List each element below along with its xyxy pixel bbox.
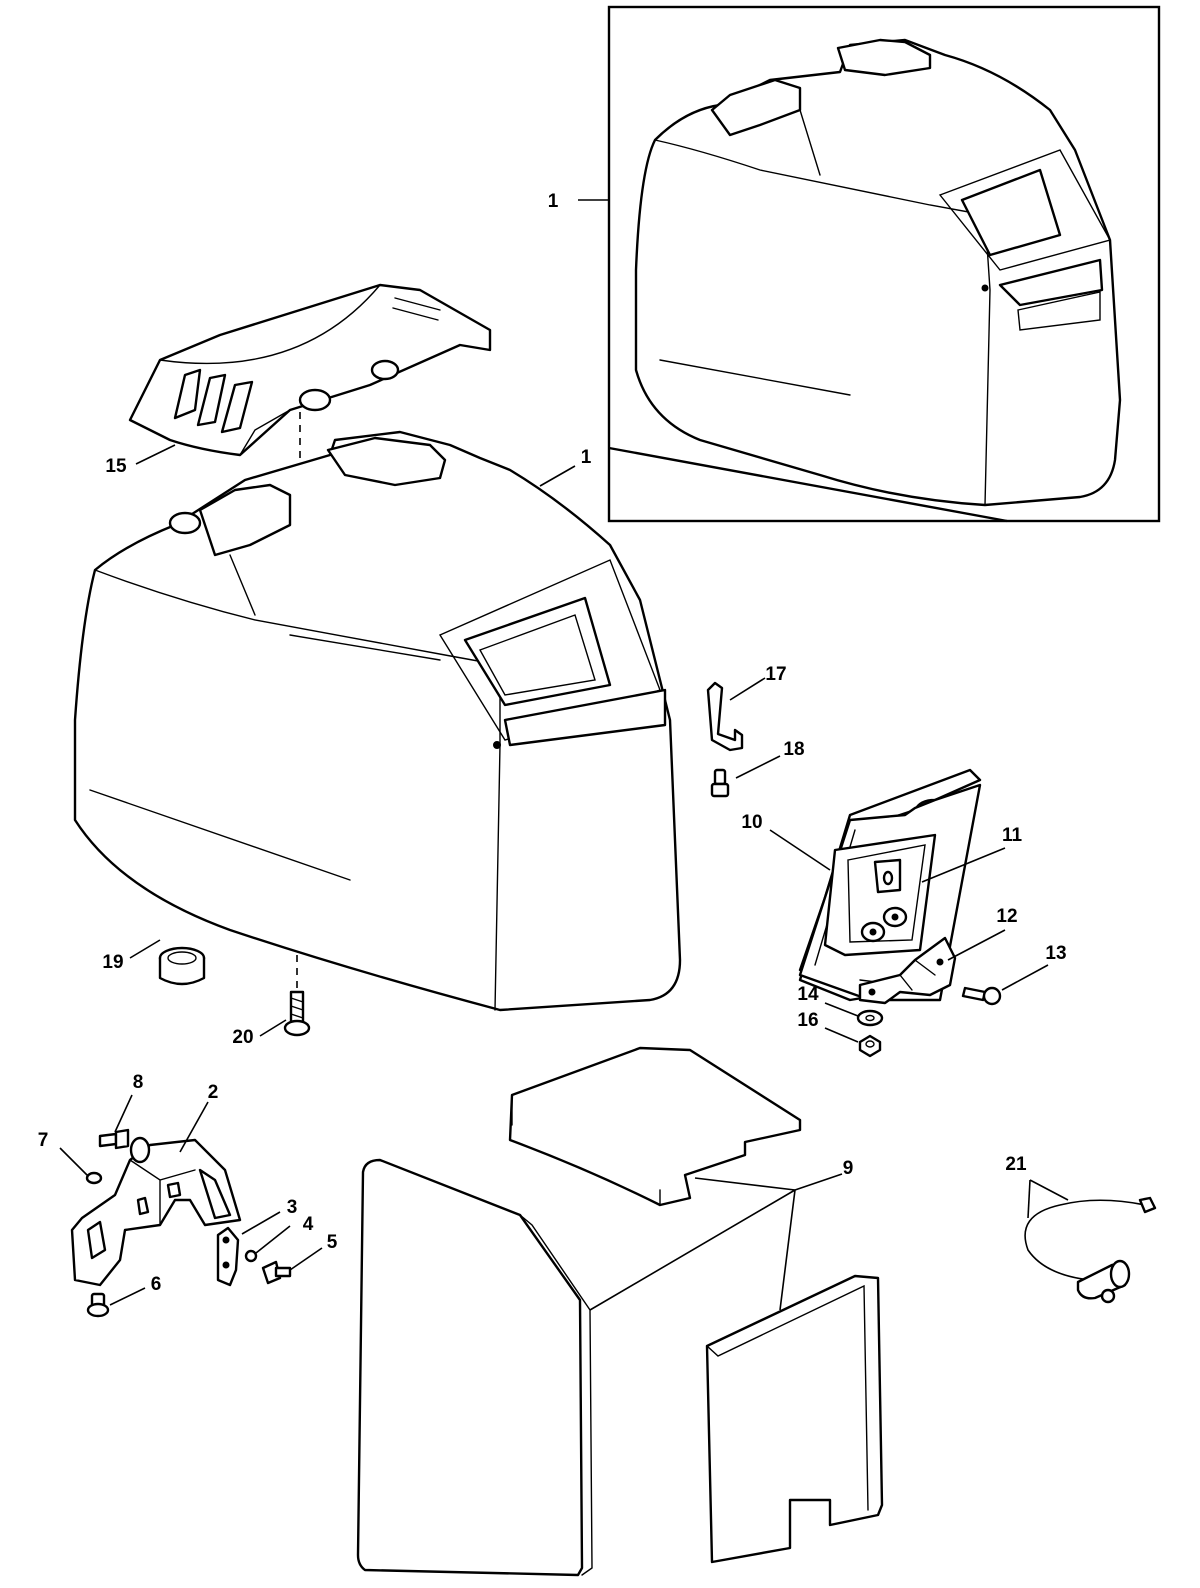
screw-part-13: [961, 986, 1002, 1006]
callout-20: 20: [232, 1027, 253, 1048]
callout-21: 21: [1005, 1154, 1027, 1175]
washer-part-4: [244, 1249, 258, 1263]
callout-16: 16: [797, 1010, 818, 1031]
callout-7: 7: [38, 1130, 49, 1151]
screw-part-20: [283, 990, 311, 1037]
nut-part-16: [858, 1034, 882, 1058]
callout-17: 17: [765, 664, 786, 685]
callout-2: 2: [208, 1082, 219, 1103]
callout-9: 9: [843, 1158, 854, 1179]
callout-labels: 1 1 2 3 4 5 6 7 8 9 10 11 12 13 14 15 16…: [38, 191, 1067, 1295]
callout-3: 3: [287, 1197, 298, 1218]
pin-part-5: [261, 1260, 292, 1285]
callout-13: 13: [1045, 943, 1066, 964]
callout-1-main: 1: [581, 447, 592, 468]
screw-part-8: [98, 1128, 130, 1150]
latch-part-11: [860, 858, 908, 943]
link-part-3: [216, 1226, 240, 1287]
callout-5: 5: [327, 1232, 338, 1253]
callout-10: 10: [741, 812, 762, 833]
inset-frame: [607, 5, 1161, 523]
pad-top-part-9: [508, 1046, 802, 1207]
clip-part-17: [706, 681, 744, 752]
screw-part-18: [710, 768, 730, 798]
pad-front-part-9: [356, 1158, 593, 1577]
inset-top-cowl: [634, 38, 1122, 507]
grommet-part-19: [158, 946, 206, 986]
washer-part-7: [85, 1171, 103, 1185]
top-cowl-part-1: [73, 430, 682, 1012]
callout-18: 18: [783, 739, 804, 760]
lanyard-part-21: [1024, 1196, 1157, 1304]
callout-12: 12: [996, 906, 1017, 927]
leader-lines: [59, 199, 1069, 1311]
callout-14: 14: [797, 984, 819, 1005]
washer-part-14: [856, 1009, 884, 1027]
bracket-part-12: [858, 936, 957, 1005]
callout-1-inset: 1: [548, 191, 559, 212]
top-cover-part-15: [128, 283, 492, 457]
callout-4: 4: [303, 1214, 314, 1235]
callout-11: 11: [1002, 825, 1023, 846]
hinge-bracket-part-2: [70, 1136, 242, 1287]
screw-part-6: [86, 1292, 110, 1318]
callout-8: 8: [133, 1072, 144, 1093]
callout-19: 19: [102, 952, 123, 973]
callout-6: 6: [151, 1274, 162, 1295]
callout-15: 15: [105, 456, 127, 477]
pad-side-part-9: [705, 1274, 884, 1564]
inset-connector-line: [608, 446, 1008, 523]
